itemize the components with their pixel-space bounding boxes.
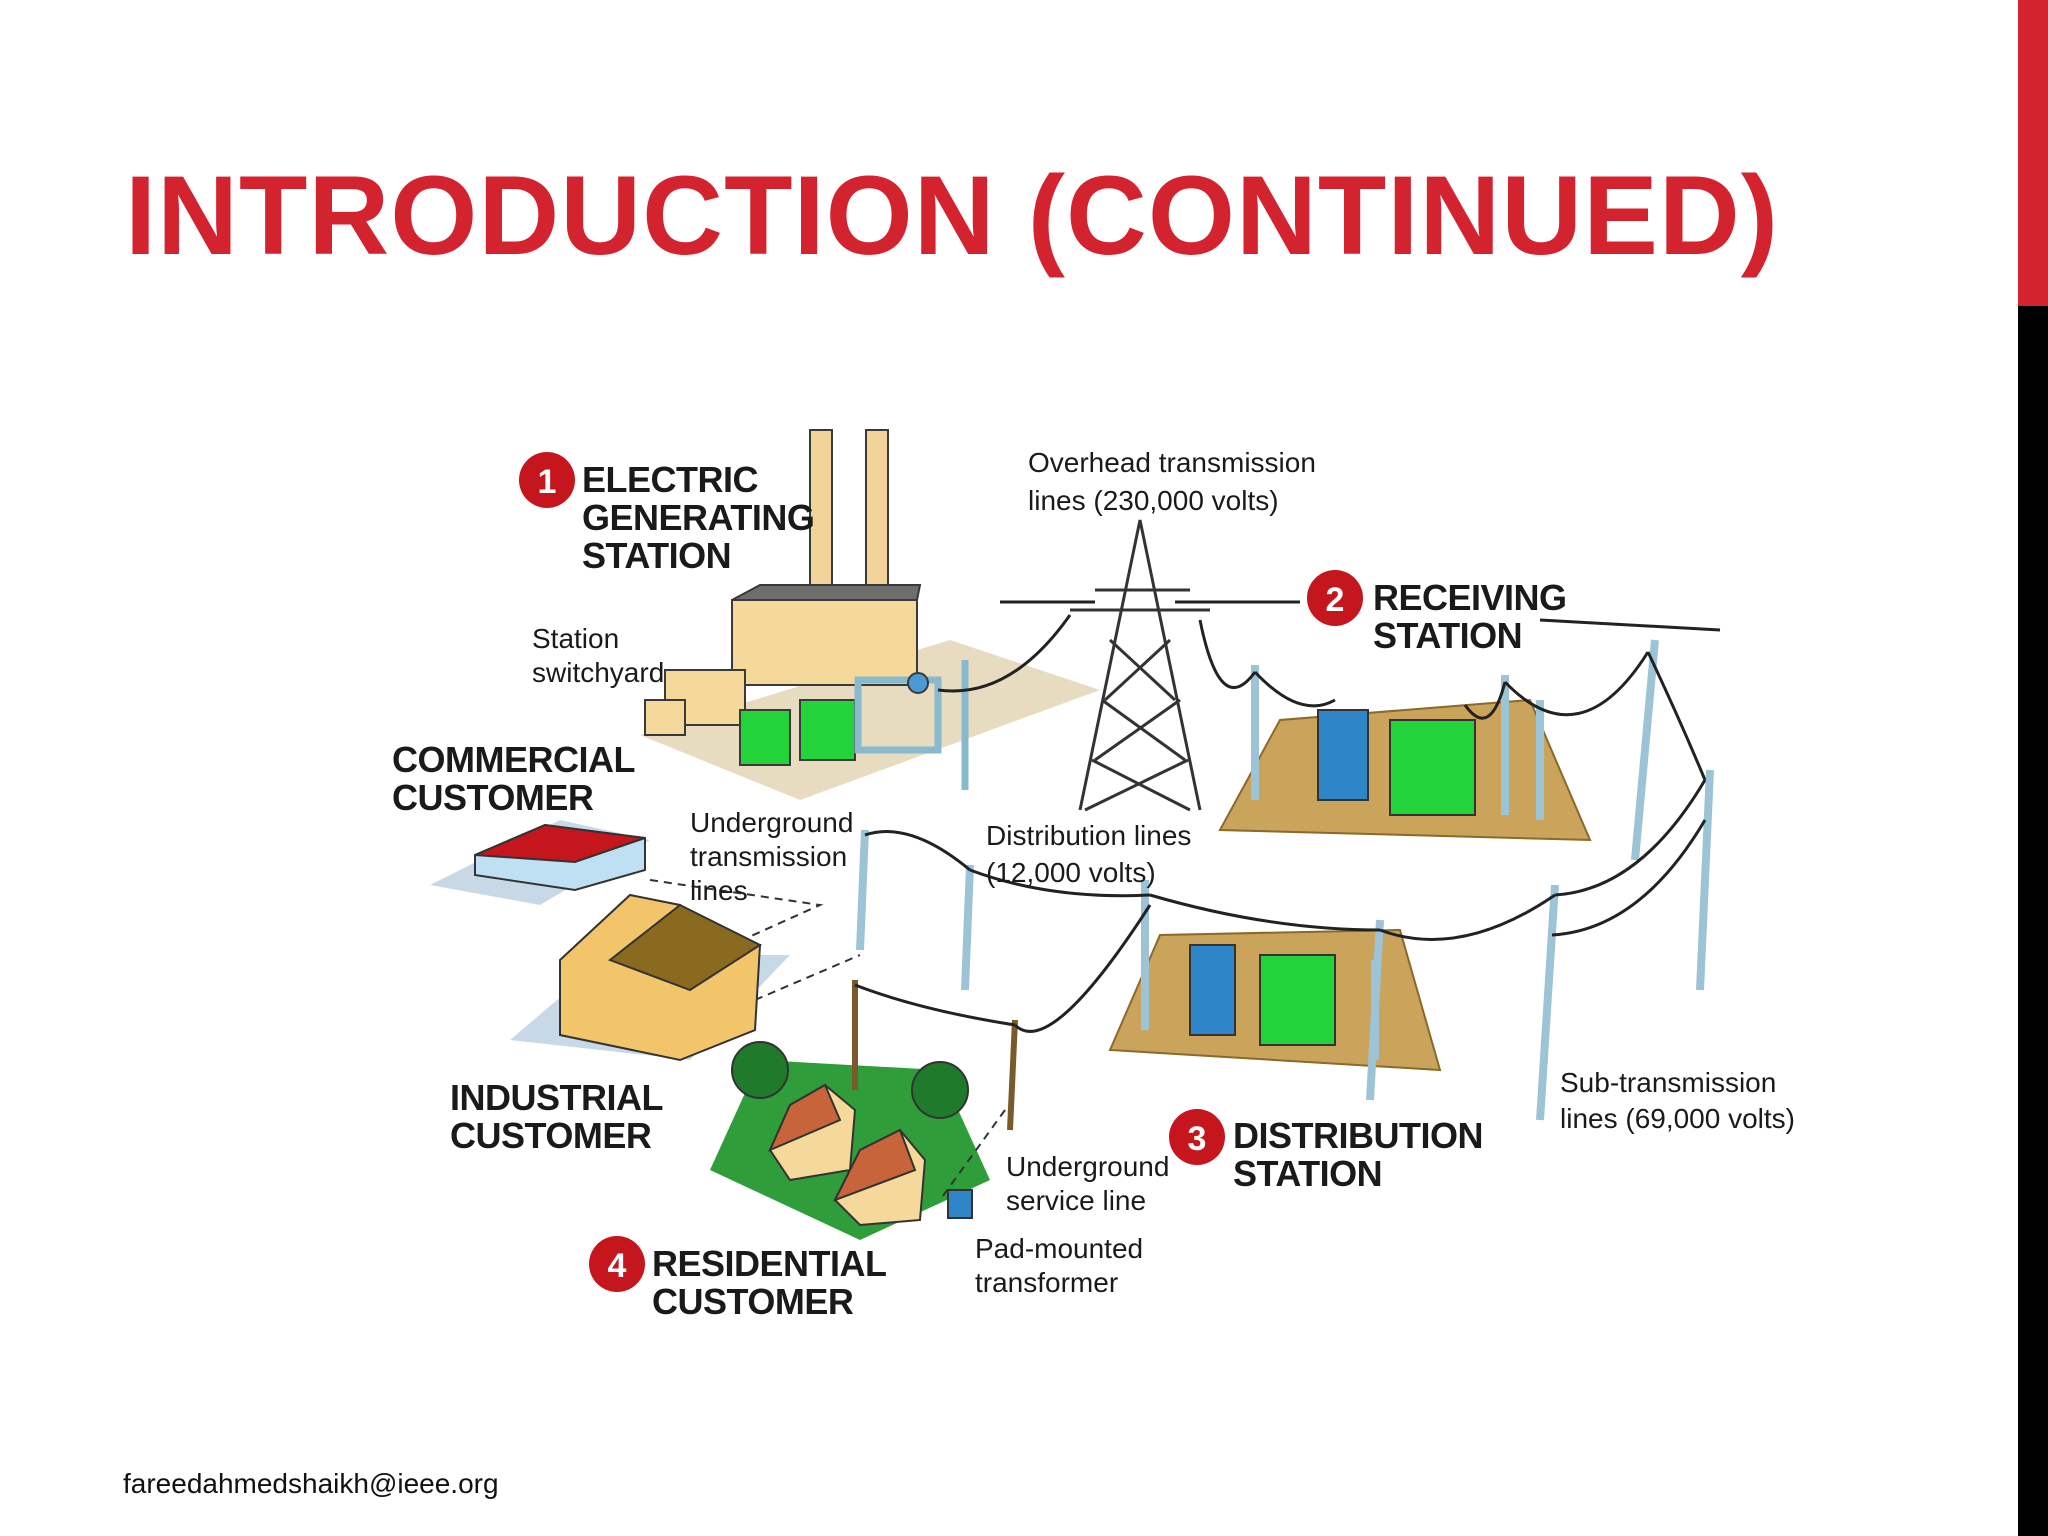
blue-transformer [1317,709,1369,801]
plant-wing [644,699,686,736]
label-underground-service-line1: Underground [1006,1151,1169,1182]
label-generating-line1: ELECTRIC [582,459,759,500]
label-sub-transmission-line2: lines (69,000 volts) [1560,1103,1795,1134]
svg-text:3: 3 [1188,1120,1207,1158]
blue-transformer [1189,944,1236,1036]
industrial-building [559,893,763,1062]
label-commercial-line1: COMMERCIAL [392,739,635,780]
label-generating-line2: GENERATING [582,497,814,538]
wood-poles [852,980,1018,1131]
switchyard-frame [854,676,942,754]
stage-badge-2: 2 [1307,570,1363,626]
accent-bar-red [2018,0,2048,306]
label-distribution-line1: DISTRIBUTION [1233,1115,1483,1156]
tree [731,1041,789,1099]
stage-badge-4: 4 [589,1236,645,1292]
label-receiving-line1: RECEIVING [1373,577,1567,618]
label-receiving-line2: STATION [1373,615,1522,656]
label-pad-mounted-line1: Pad-mounted [975,1233,1143,1264]
label-commercial-line2: CUSTOMER [392,777,594,818]
label-pad-mounted-line2: transformer [975,1267,1118,1298]
label-switchyard-line2: switchyard [532,657,664,688]
underground-lines [649,879,1006,1201]
residential-houses [731,1041,973,1227]
svg-text:4: 4 [608,1247,627,1285]
footer-email: fareedahmedshaikh@ieee.org [123,1468,499,1499]
label-residential-line2: CUSTOMER [652,1281,854,1322]
label-distribution-lines-line1: Distribution lines [986,820,1191,851]
accent-bar-black [2018,306,2048,1536]
label-generating-line3: STATION [582,535,731,576]
generating-station [644,429,969,790]
green-transformer [799,699,856,761]
overhead-line [1539,618,1721,632]
label-underground-transmission-line1: Underground [690,807,853,838]
label-underground-service-line2: service line [1006,1185,1146,1216]
receiving-station [1251,665,1544,820]
green-transformer [1259,954,1336,1046]
label-distribution-line2: STATION [1233,1153,1382,1194]
label-distribution-lines-line2: (12,000 volts) [986,857,1156,888]
stage-badge-3: 3 [1169,1109,1225,1165]
label-overhead-line2: lines (230,000 volts) [1028,485,1279,516]
commercial-building [474,823,646,892]
green-transformer [739,709,791,766]
utility-poles [856,639,1714,1121]
pad-mounted-transformer [947,1189,973,1219]
label-industrial-line2: CUSTOMER [450,1115,652,1156]
label-switchyard-line1: Station [532,623,619,654]
label-sub-transmission-line1: Sub-transmission [1560,1067,1776,1098]
green-transformer [1389,719,1476,816]
svg-text:2: 2 [1326,581,1345,619]
plant-main-building [731,599,918,686]
plant-roof [731,584,922,601]
label-residential-line1: RESIDENTIAL [652,1243,887,1284]
tower-outline [1078,519,1202,811]
label-underground-transmission-line3: lines [690,875,748,906]
tree [911,1061,969,1119]
insulator [907,672,929,694]
transmission-tower [1070,519,1210,812]
smokestack [865,429,889,606]
stage-badge-1: 1 [519,452,575,508]
svg-text:1: 1 [538,463,557,501]
label-underground-transmission-line2: transmission [690,841,847,872]
slide-title: INTRODUCTION (CONTINUED) [125,153,1780,278]
label-overhead-line1: Overhead transmission [1028,447,1316,478]
label-industrial-line1: INDUSTRIAL [450,1077,663,1118]
power-lines [854,600,1721,1033]
